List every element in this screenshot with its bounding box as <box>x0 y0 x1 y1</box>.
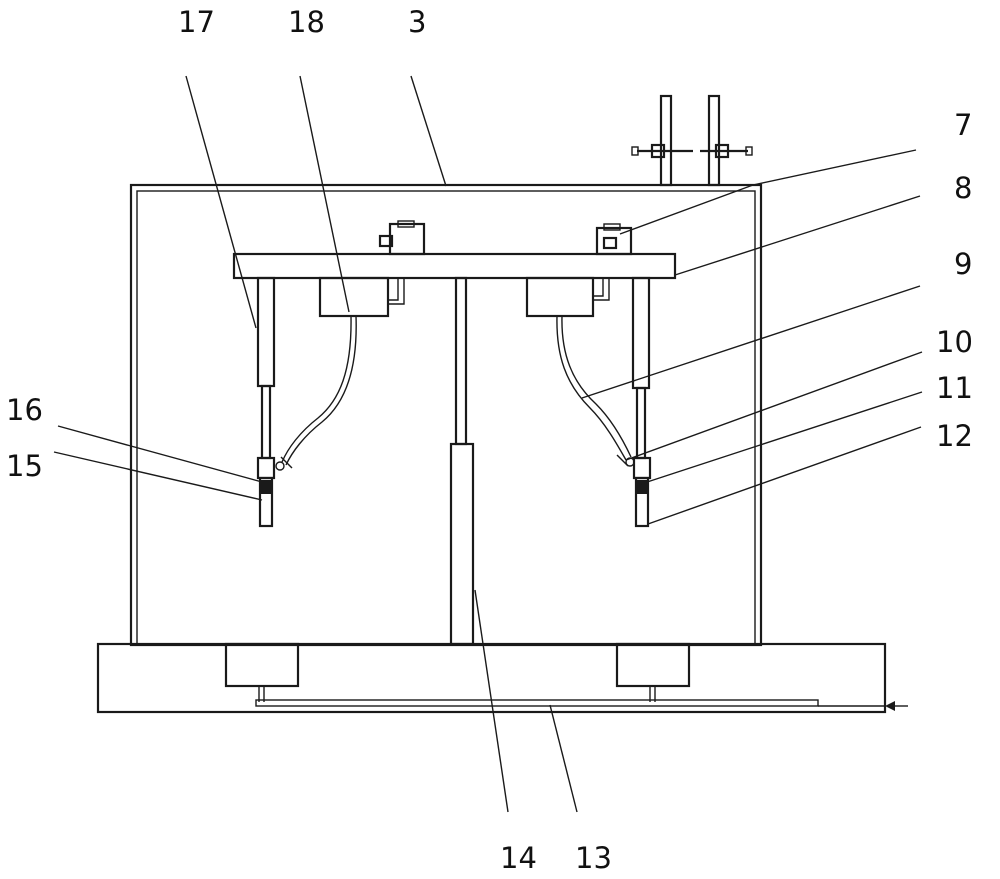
label-7: 7 <box>954 108 972 142</box>
label-16: 16 <box>6 393 43 427</box>
label-15: 15 <box>6 449 43 483</box>
part-labels: 17 18 3 7 8 9 10 11 12 16 15 14 13 <box>6 5 973 875</box>
label-14: 14 <box>500 841 537 875</box>
right-cylinder <box>631 276 652 528</box>
label-13: 13 <box>575 841 612 875</box>
right-hose <box>556 315 635 467</box>
central-column <box>449 276 475 646</box>
label-18: 18 <box>288 5 325 39</box>
top-inlet-pipes <box>631 94 753 187</box>
label-10: 10 <box>936 325 973 359</box>
left-cylinder <box>256 276 276 528</box>
label-8: 8 <box>954 171 972 205</box>
left-hose <box>275 315 357 471</box>
label-12: 12 <box>936 419 973 453</box>
base-tank <box>96 642 908 714</box>
label-9: 9 <box>954 247 972 281</box>
left-small-box <box>378 220 426 305</box>
leader-lines <box>53 75 923 813</box>
left-hanging-box <box>318 276 390 318</box>
right-small-box <box>593 223 633 301</box>
label-11: 11 <box>936 371 973 405</box>
label-17: 17 <box>178 5 215 39</box>
label-3: 3 <box>408 5 426 39</box>
right-hanging-box <box>525 276 595 318</box>
mounting-plate <box>232 252 677 280</box>
